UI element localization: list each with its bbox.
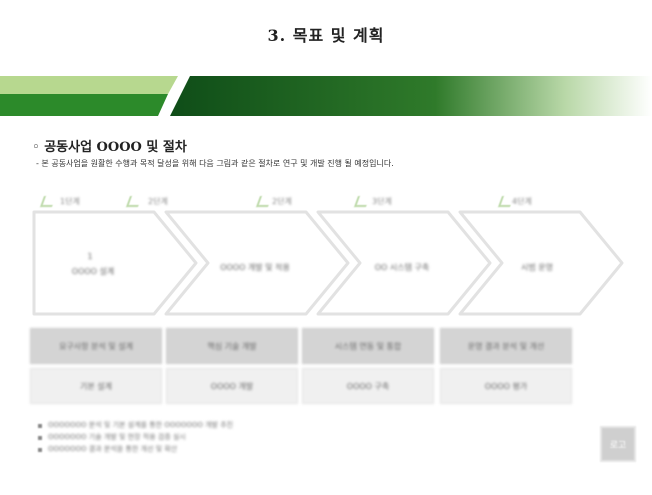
result-cell: 기본 설계 — [30, 368, 162, 404]
chevron-text-4: 시범 운영 — [521, 263, 553, 272]
section-description: - 본 공동사업을 원활한 수행과 목적 달성을 위해 다음 그림과 같은 절차… — [36, 159, 394, 168]
note-bullet — [38, 448, 42, 452]
banner-light-band — [0, 76, 178, 94]
banner-green-band — [0, 94, 168, 116]
stage-label: 2단계 — [272, 197, 292, 206]
header-banner — [0, 76, 652, 116]
note-line: OOOOOOO 결과 분석을 통한 개선 및 확산 — [48, 445, 178, 453]
note-line: OOOOOOO 분석 및 기본 설계를 통한 OOOOOOO 개발 추진 — [48, 421, 234, 429]
task-cell: 핵심 기술 개발 — [166, 328, 298, 364]
stage-label: 4단계 — [512, 197, 532, 206]
process-flow — [32, 210, 624, 316]
chevron-text-2: OOOO 개발 및 적용 — [220, 263, 290, 272]
company-logo: 로고 — [600, 426, 636, 462]
banner-gradient-band — [170, 76, 652, 116]
task-cell: 시스템 연동 및 통합 — [302, 328, 434, 364]
stage-tick — [255, 196, 273, 207]
stage-tick — [125, 196, 143, 207]
stage-tick — [39, 196, 57, 207]
stage-label: 2단계 — [148, 197, 168, 206]
result-cell: OOOO 개발 — [166, 368, 298, 404]
result-cell: OOOO 평가 — [440, 368, 572, 404]
chevron-step-1 — [32, 210, 198, 316]
task-cell: 요구사항 분석 및 설계 — [30, 328, 162, 364]
note-bullet — [38, 436, 42, 440]
note-bullet — [38, 424, 42, 428]
chevron-step-2 — [164, 210, 350, 316]
chevron-text-3: OO 시스템 구축 — [374, 263, 430, 272]
result-cell: OOOO 구축 — [302, 368, 434, 404]
chevron-step-3 — [316, 210, 492, 316]
task-cell: 운영 결과 분석 및 개선 — [440, 328, 572, 364]
chevron-text-1a: 1 — [87, 252, 93, 261]
stage-label: 3단계 — [372, 197, 392, 206]
note-line: OOOOOOO 기술 개발 및 현장 적용 검증 실시 — [48, 433, 186, 441]
section-heading: ◦ 공동사업 OOOO 및 절차 — [32, 140, 187, 155]
page-title: 3. 목표 및 계획 — [267, 26, 385, 45]
chevron-step-4 — [458, 210, 624, 316]
chevron-text-1b: OOOO 설계 — [71, 267, 115, 276]
stage-label: 1단계 — [60, 197, 80, 206]
stage-tick — [353, 196, 371, 207]
